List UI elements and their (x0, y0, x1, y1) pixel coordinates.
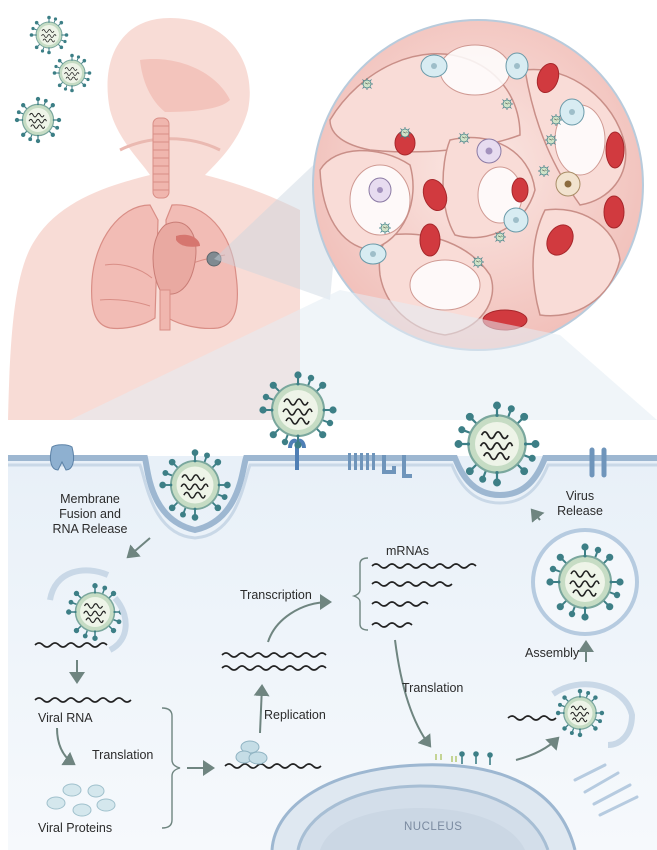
rna-strands (34, 563, 557, 769)
trachea (152, 117, 170, 199)
cell-membrane (8, 455, 657, 534)
label-nucleus: NUCLEUS (404, 821, 463, 833)
label-virus-release-line2: Release (557, 504, 603, 518)
label-mrnas: mRNAs (386, 544, 430, 558)
brackets (161, 557, 369, 829)
label-membrane-fusion-line3: RNA Release (52, 522, 128, 536)
virus-binding (259, 371, 337, 449)
zoom-funnel (70, 290, 657, 420)
airborne-virus-particles (14, 15, 92, 144)
label-virus-release-line1: Virus (565, 489, 595, 503)
virus-endocytosis (159, 449, 231, 521)
alveoli-magnified (312, 19, 644, 351)
label-replication: Replication (264, 708, 326, 722)
label-translation-right: Translation (402, 681, 464, 695)
label-translation-left: Translation (92, 748, 154, 762)
viral-proteins-cluster (46, 783, 116, 817)
label-viral-rna: Viral RNA (38, 711, 93, 725)
label-membrane-fusion-line2: Fusion and (59, 507, 121, 521)
flow-arrows (56, 508, 594, 776)
label-assembly: Assembly (525, 646, 580, 660)
red-blood-cells (394, 62, 625, 331)
assembly-stage (551, 681, 636, 748)
membrane-receptors (49, 444, 607, 478)
lungs (90, 204, 239, 331)
fusion-stage (47, 567, 129, 653)
label-viral-proteins: Viral Proteins (38, 821, 113, 835)
virus-budding-release (454, 401, 540, 487)
label-transcription: Transcription (240, 588, 312, 602)
alveolar-cells (359, 52, 585, 265)
ribosome (235, 740, 268, 765)
nucleus-er (270, 751, 639, 850)
assembled-virion (531, 528, 639, 636)
label-membrane-fusion-line1: Membrane (60, 492, 120, 506)
